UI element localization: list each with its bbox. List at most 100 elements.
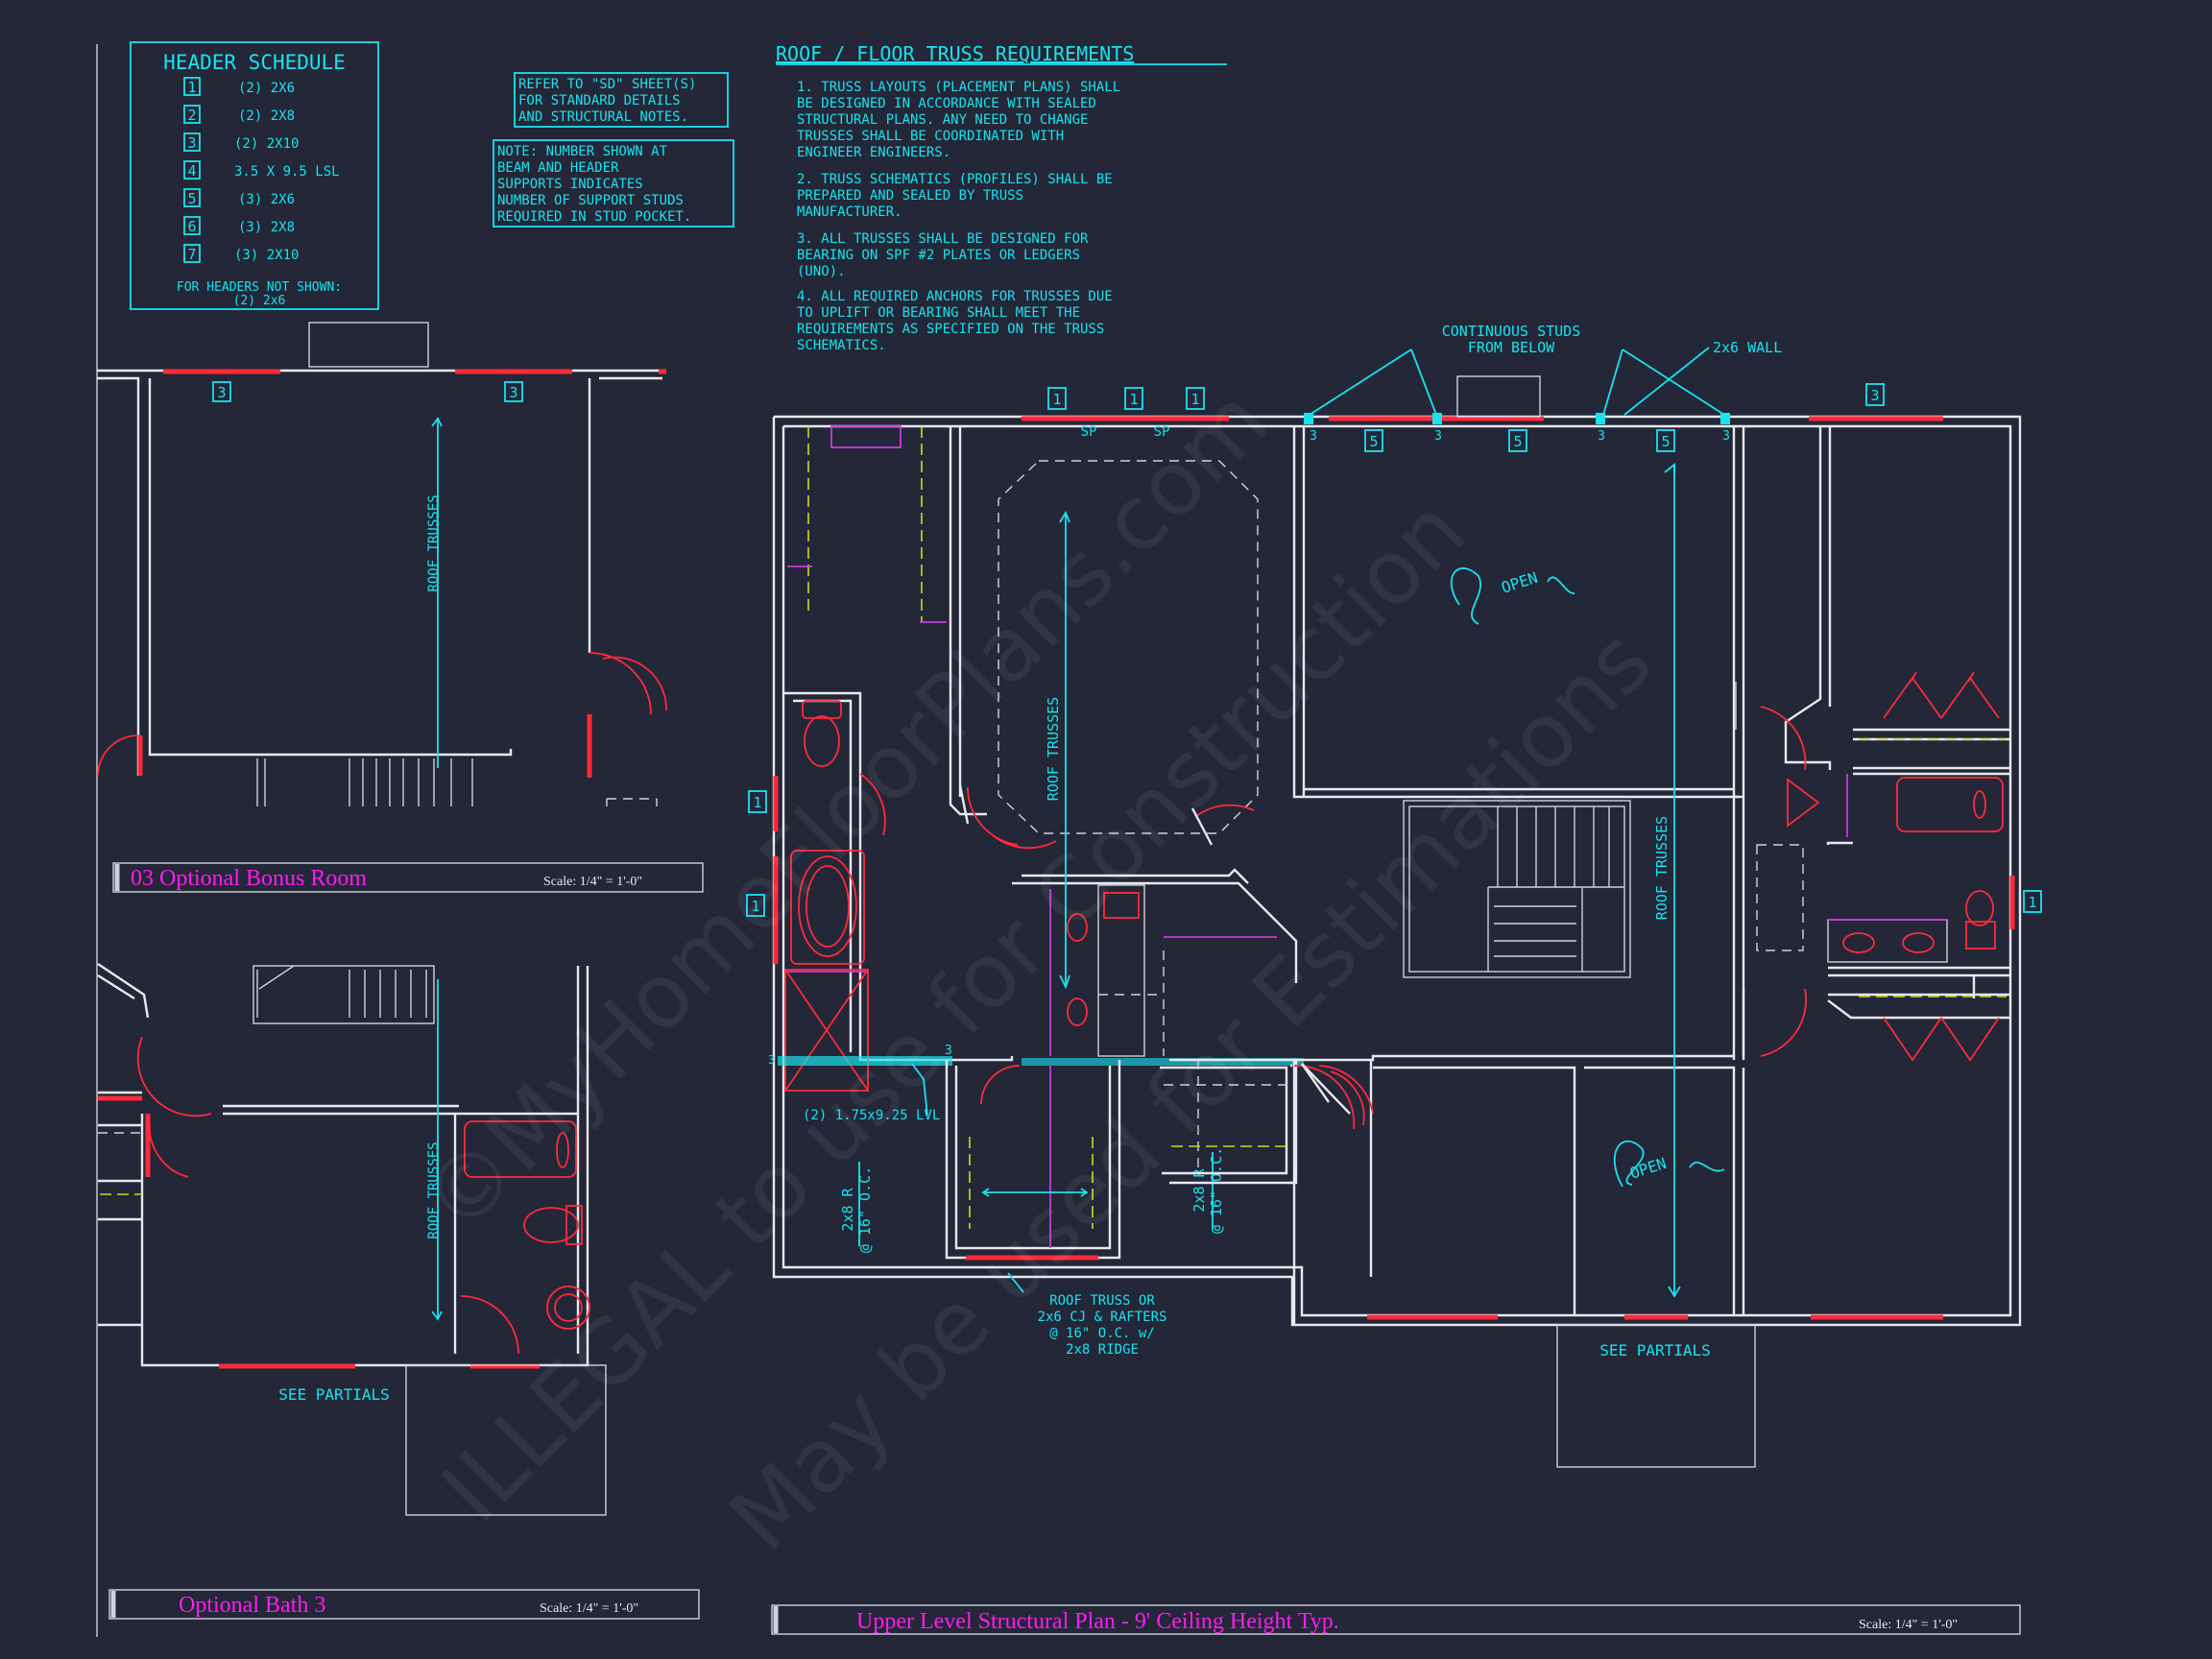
- svg-text:2: 2: [187, 107, 196, 124]
- truss-requirements-title: ROOF / FLOOR TRUSS REQUIREMENTS: [776, 42, 1134, 65]
- header-schedule-row: 7 (3) 2X10: [183, 244, 299, 263]
- roof-truss-note: ROOF TRUSS OR: [1049, 1293, 1155, 1309]
- svg-text:2x8 RIDGE: 2x8 RIDGE: [1066, 1342, 1139, 1358]
- svg-text:3: 3: [1434, 429, 1442, 444]
- svg-text:3: 3: [1722, 429, 1730, 444]
- svg-text:1: 1: [753, 794, 761, 811]
- svg-text:TO UPLIFT OR BEARING SHALL MEE: TO UPLIFT OR BEARING SHALL MEET THE: [797, 305, 1080, 321]
- sp-label: SP: [1154, 424, 1170, 440]
- svg-text:6: 6: [187, 218, 196, 235]
- rafter-size-label: 2x8 R: [839, 1187, 856, 1231]
- svg-text:1: 1: [187, 79, 196, 96]
- optional-bath-plan: ROOF TRUSSES SEE PARTIALS: [97, 963, 607, 1516]
- roof-trusses-label: ROOF TRUSSES: [1653, 816, 1671, 920]
- svg-text:SUPPORTS INDICATES: SUPPORTS INDICATES: [497, 177, 643, 192]
- see-partials-label: SEE PARTIALS: [1599, 1341, 1711, 1359]
- main-scale: Scale: 1/4" = 1'-0": [1859, 1618, 1958, 1632]
- svg-text:1: 1: [1190, 391, 1199, 408]
- header-footer-default: (2) 2x6: [233, 294, 286, 308]
- header-spec: (2) 2X6: [238, 81, 295, 96]
- header-schedule-frame: [130, 41, 379, 310]
- svg-text:BEAM AND HEADER: BEAM AND HEADER: [497, 160, 619, 176]
- svg-text:3: 3: [945, 1044, 952, 1058]
- bath-title-block: Optional Bath 3 Scale: 1/4" = 1'-0": [108, 1589, 700, 1620]
- rafter-spacing-label: @ 16" O.C.: [856, 1166, 874, 1253]
- bonus-title-block: 03 Optional Bonus Room Scale: 1/4" = 1'-…: [112, 862, 704, 893]
- see-partials-label: SEE PARTIALS: [278, 1385, 390, 1404]
- header-schedule-row: 2 (2) 2X8: [183, 105, 295, 124]
- sp-label: SP: [1081, 424, 1097, 440]
- header-spec: (2) 2X8: [238, 108, 295, 124]
- svg-text:3: 3: [509, 384, 517, 401]
- svg-text:NOTE: NUMBER SHOWN AT: NOTE: NUMBER SHOWN AT: [497, 144, 668, 159]
- svg-text:ENGINEER ENGINEERS.: ENGINEER ENGINEERS.: [797, 145, 950, 160]
- support-studs-note: NOTE: NUMBER SHOWN AT BEAM AND HEADER SU…: [493, 139, 734, 228]
- svg-text:REQUIRED IN STUD POCKET.: REQUIRED IN STUD POCKET.: [497, 209, 691, 225]
- svg-text:SCHEMATICS.: SCHEMATICS.: [797, 338, 886, 353]
- svg-text:BEARING ON SPF #2 PLATES OR LE: BEARING ON SPF #2 PLATES OR LEDGERS: [797, 248, 1080, 263]
- svg-text:TRUSSES SHALL BE COORDINATED W: TRUSSES SHALL BE COORDINATED WITH: [797, 129, 1064, 144]
- svg-text:1. TRUSS LAYOUTS (PLACEMENT PL: 1. TRUSS LAYOUTS (PLACEMENT PLANS) SHALL: [797, 80, 1120, 95]
- svg-text:5: 5: [1369, 433, 1378, 450]
- svg-text:3: 3: [768, 1053, 775, 1067]
- rafter-spacing-label: @ 16" O.C.: [1208, 1147, 1225, 1234]
- svg-text:3: 3: [1310, 429, 1317, 444]
- header-schedule-row: 1 (2) 2X6: [183, 77, 295, 96]
- header-schedule-row: 5 (3) 2X6: [183, 188, 295, 207]
- rafter-size-label: 2x8 R: [1190, 1167, 1208, 1212]
- svg-text:PREPARED AND SEALED BY TRUSS: PREPARED AND SEALED BY TRUSS: [797, 188, 1023, 204]
- header-schedule-row: 3 (2) 2X10: [183, 132, 299, 152]
- svg-text:REQUIREMENTS AS SPECIFIED ON T: REQUIREMENTS AS SPECIFIED ON THE TRUSS: [797, 322, 1104, 337]
- roof-trusses-label: ROOF TRUSSES: [426, 494, 442, 591]
- roof-trusses-label: ROOF TRUSSES: [1045, 697, 1062, 801]
- svg-text:BE DESIGNED IN ACCORDANCE WITH: BE DESIGNED IN ACCORDANCE WITH SEALED: [797, 96, 1096, 111]
- bonus-scale: Scale: 1/4" = 1'-0": [543, 875, 642, 889]
- svg-text:4. ALL REQUIRED ANCHORS FOR TR: 4. ALL REQUIRED ANCHORS FOR TRUSSES DUE: [797, 289, 1113, 304]
- svg-text:1: 1: [2028, 894, 2036, 911]
- svg-text:4: 4: [187, 162, 196, 180]
- svg-text:3: 3: [1870, 387, 1879, 404]
- svg-text:3. ALL TRUSSES SHALL BE DESIGN: 3. ALL TRUSSES SHALL BE DESIGNED FOR: [797, 231, 1089, 247]
- svg-text:5: 5: [187, 190, 196, 207]
- lvl-label: (2) 1.75x9.25 LVL: [803, 1108, 940, 1123]
- svg-text:FOR STANDARD DETAILS: FOR STANDARD DETAILS: [518, 93, 681, 108]
- svg-text:@ 16" O.C. w/: @ 16" O.C. w/: [1049, 1326, 1155, 1341]
- svg-text:REFER TO "SD" SHEET(S): REFER TO "SD" SHEET(S): [518, 77, 696, 92]
- svg-text:2. TRUSS SCHEMATICS (PROFILES): 2. TRUSS SCHEMATICS (PROFILES) SHALL BE: [797, 172, 1113, 187]
- header-spec: (2) 2X10: [234, 136, 299, 152]
- svg-text:7: 7: [187, 246, 196, 263]
- svg-text:2x6 CJ & RAFTERS: 2x6 CJ & RAFTERS: [1038, 1310, 1167, 1325]
- header-tags-top: 1 1 1 5 5 5 3: [1047, 383, 1885, 452]
- svg-text:AND STRUCTURAL NOTES.: AND STRUCTURAL NOTES.: [518, 109, 688, 125]
- header-spec: (3) 2X8: [238, 220, 295, 235]
- svg-text:1: 1: [1052, 391, 1061, 408]
- svg-text:NUMBER OF SUPPORT STUDS: NUMBER OF SUPPORT STUDS: [497, 193, 684, 208]
- svg-text:1: 1: [751, 898, 759, 915]
- svg-text:FROM BELOW: FROM BELOW: [1468, 339, 1555, 356]
- bonus-room-plan: 3 3 ROOF TRUSSES: [97, 322, 667, 806]
- header-spec: (3) 2X10: [234, 248, 299, 263]
- main-title: Upper Level Structural Plan - 9' Ceiling…: [856, 1609, 1339, 1634]
- header-schedule-title: HEADER SCHEDULE: [163, 51, 346, 74]
- open-label: OPEN: [1627, 1154, 1669, 1183]
- upper-level-plan: 3 3 3 3 1 1 1 5 5 5 3 SP SP CONTINUOUS S…: [746, 323, 2042, 1468]
- svg-text:5: 5: [1661, 433, 1670, 450]
- svg-text:3: 3: [187, 134, 196, 152]
- svg-text:STRUCTURAL PLANS. ANY NEED TO: STRUCTURAL PLANS. ANY NEED TO CHANGE: [797, 112, 1088, 128]
- header-spec: (3) 2X6: [238, 192, 295, 207]
- refer-note: REFER TO "SD" SHEET(S) FOR STANDARD DETA…: [514, 72, 729, 128]
- bath-title: Optional Bath 3: [179, 1593, 325, 1618]
- svg-text:(UNO).: (UNO).: [797, 264, 846, 279]
- svg-text:3: 3: [1598, 429, 1605, 444]
- watermark: ©MyHomeFloorPlans.com ILLEGAL to use for…: [403, 369, 1671, 1570]
- main-title-block: Upper Level Structural Plan - 9' Ceiling…: [771, 1604, 2021, 1635]
- open-label: OPEN: [1499, 568, 1540, 597]
- continuous-studs-label: CONTINUOUS STUDS: [1442, 323, 1581, 340]
- bath-scale: Scale: 1/4" = 1'-0": [540, 1601, 638, 1616]
- roof-trusses-label: ROOF TRUSSES: [426, 1142, 442, 1238]
- header-footer-note: FOR HEADERS NOT SHOWN:: [177, 280, 342, 295]
- svg-text:5: 5: [1513, 433, 1522, 450]
- truss-requirements: ROOF / FLOOR TRUSS REQUIREMENTS 1. TRUSS…: [776, 42, 1227, 353]
- svg-text:3: 3: [217, 384, 226, 401]
